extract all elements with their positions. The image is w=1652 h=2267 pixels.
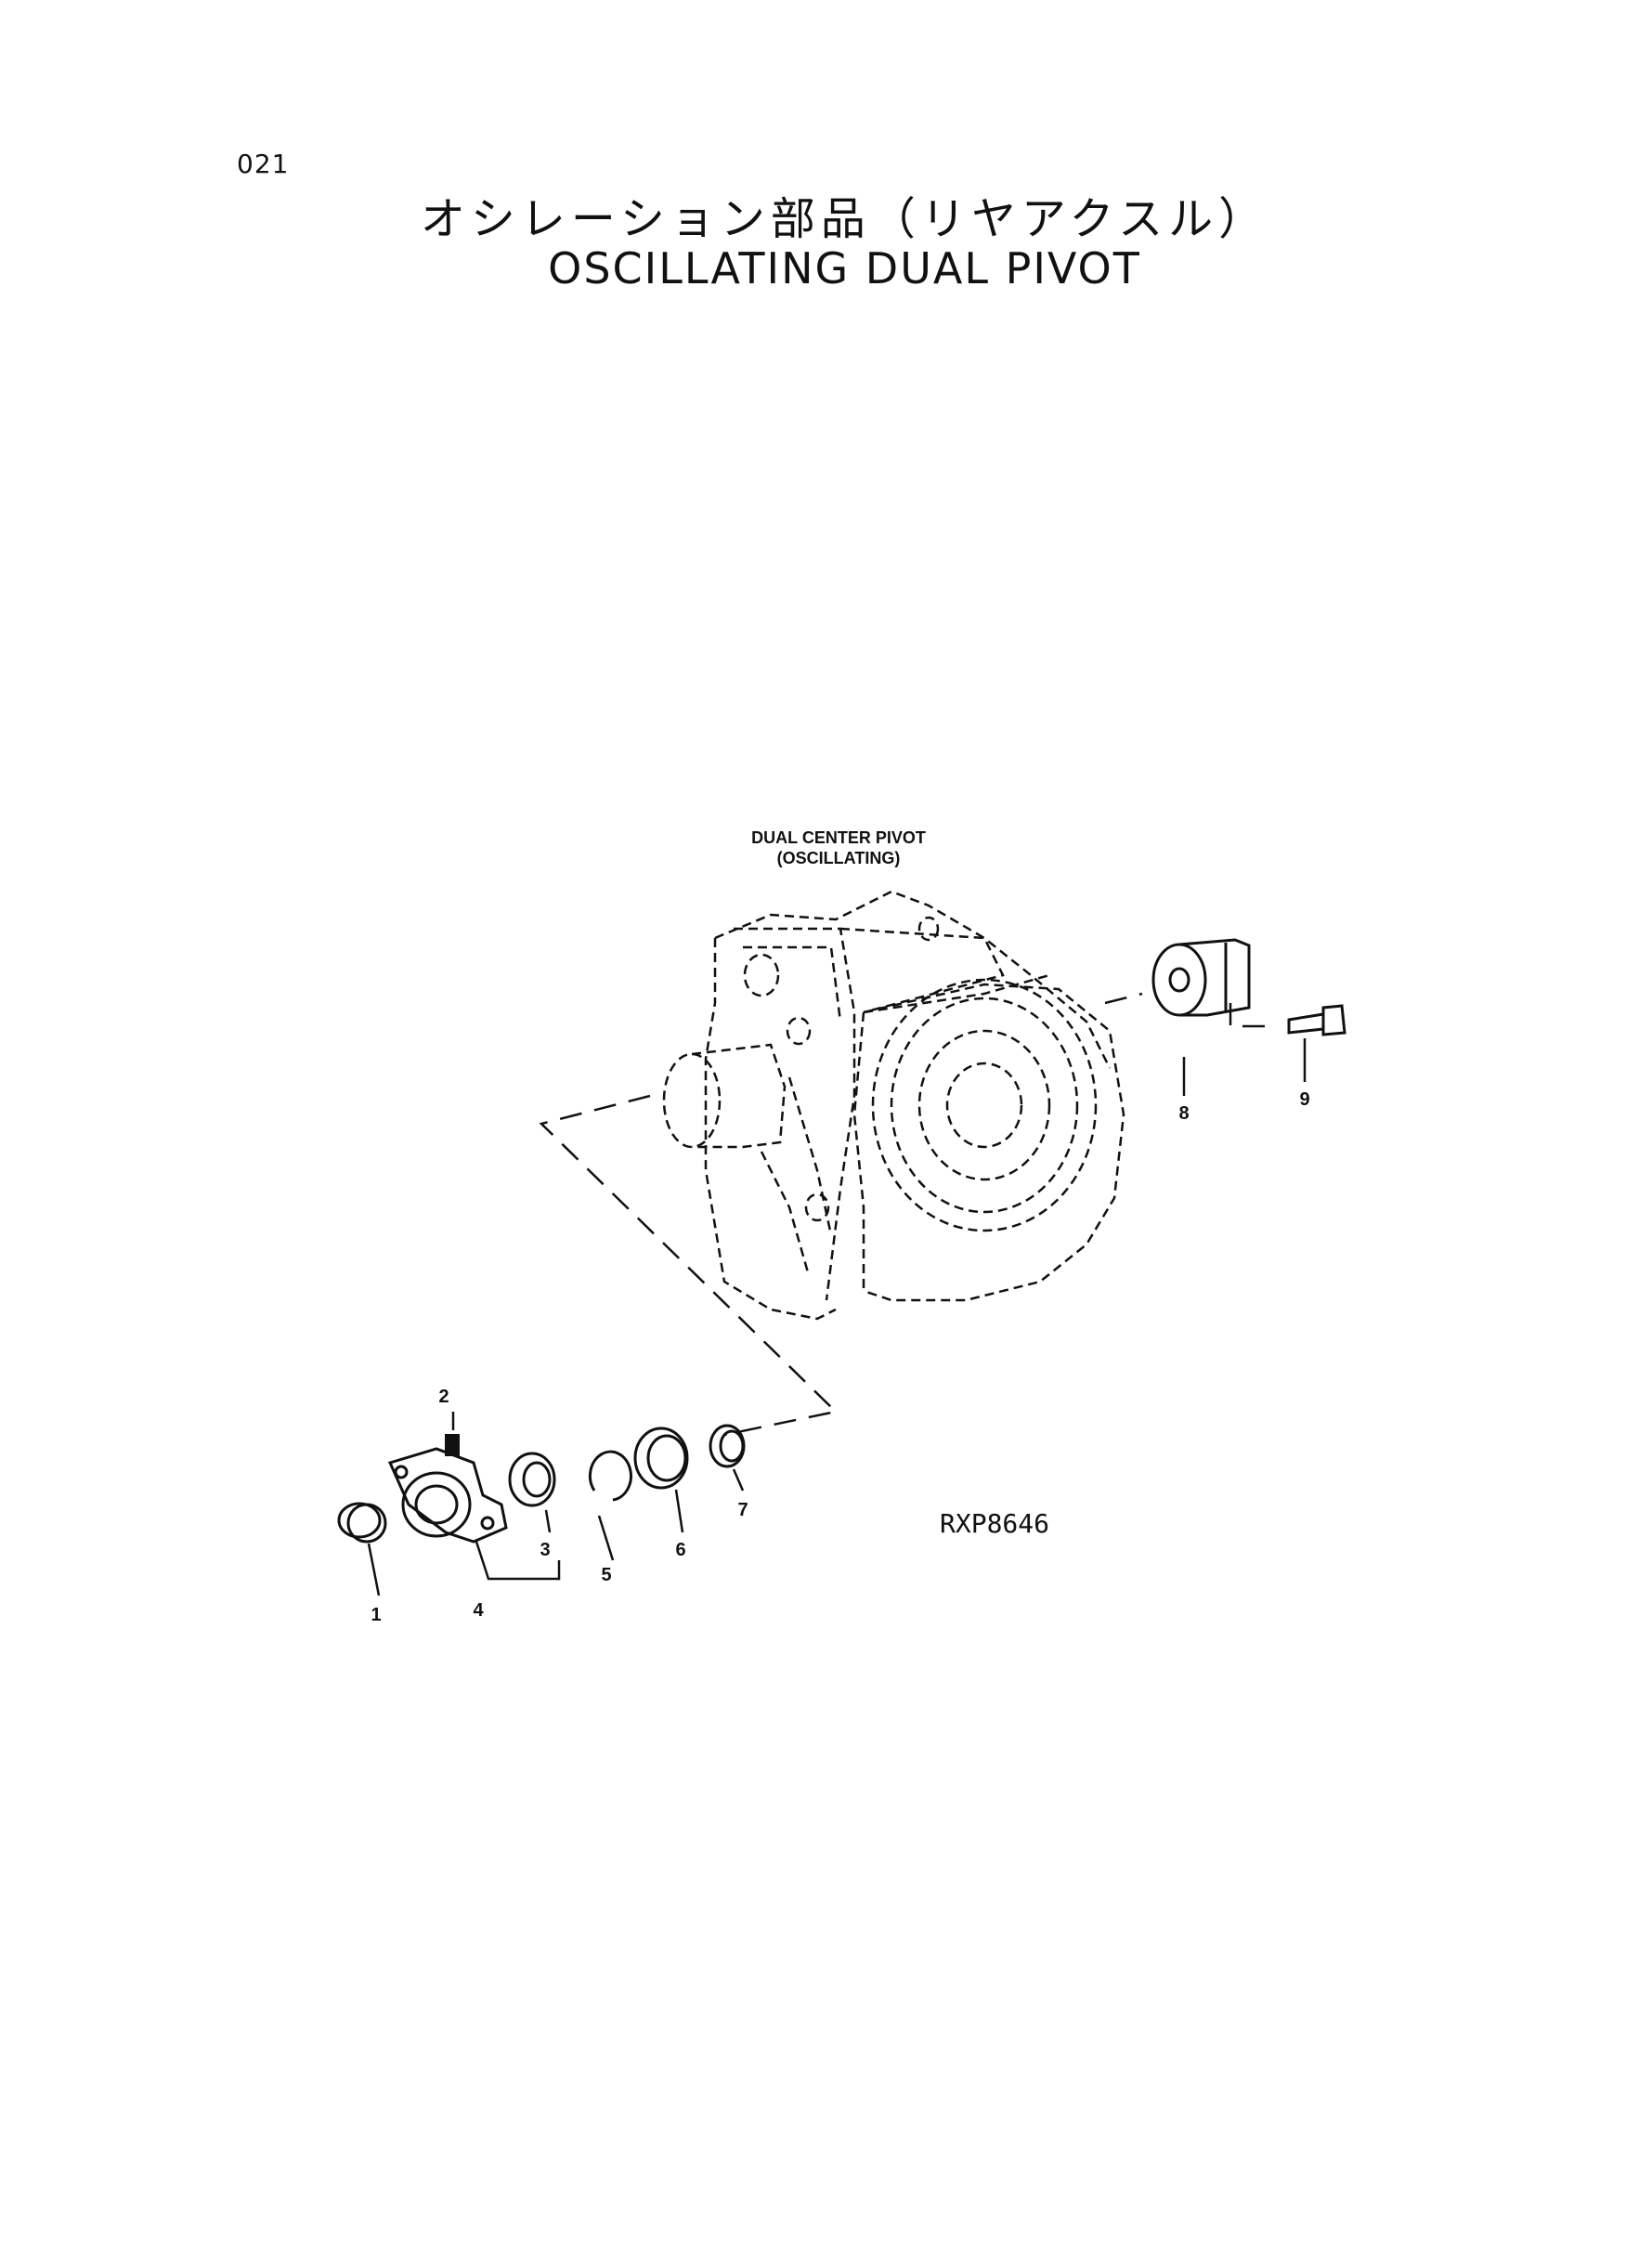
axle-housing-phantom — [662, 890, 1125, 1321]
callout-7: 7 — [737, 1500, 748, 1520]
assembly-caption-line1: DUAL CENTER PIVOT — [751, 828, 926, 847]
callout-8: 8 — [1178, 1103, 1189, 1124]
drawing-reference-code: RXP8646 — [940, 1508, 1049, 1539]
page-title-english: OSCILLATING DUAL PIVOT — [548, 243, 1141, 293]
snap-ring-part-5 — [588, 1450, 632, 1502]
assembly-caption-line2: (OSCILLATING) — [777, 849, 901, 867]
page-number: 021 — [237, 149, 290, 179]
callout-3: 3 — [540, 1540, 550, 1560]
grease-fitting-part-2 — [445, 1434, 460, 1456]
bolt-part-9 — [1287, 1004, 1346, 1036]
callout-6: 6 — [675, 1540, 685, 1560]
seal-part-7 — [709, 1424, 746, 1468]
washer-part-6 — [633, 1427, 689, 1490]
callout-2: 2 — [438, 1387, 449, 1407]
assembly-leader-lines — [539, 992, 1272, 1437]
bushing-part-3 — [508, 1452, 556, 1507]
page-title-japanese: オシレーション部品（リヤアクスル） — [420, 193, 1269, 245]
pivot-bracket-part-4 — [387, 1447, 508, 1544]
callout-leaders — [367, 1038, 1307, 1596]
callout-1: 1 — [371, 1605, 381, 1625]
callout-9: 9 — [1299, 1089, 1309, 1110]
callout-5: 5 — [601, 1565, 611, 1585]
callout-4: 4 — [473, 1600, 484, 1621]
pivot-pin-part-8 — [1151, 938, 1251, 1017]
bushing-part-1 — [337, 1502, 387, 1544]
